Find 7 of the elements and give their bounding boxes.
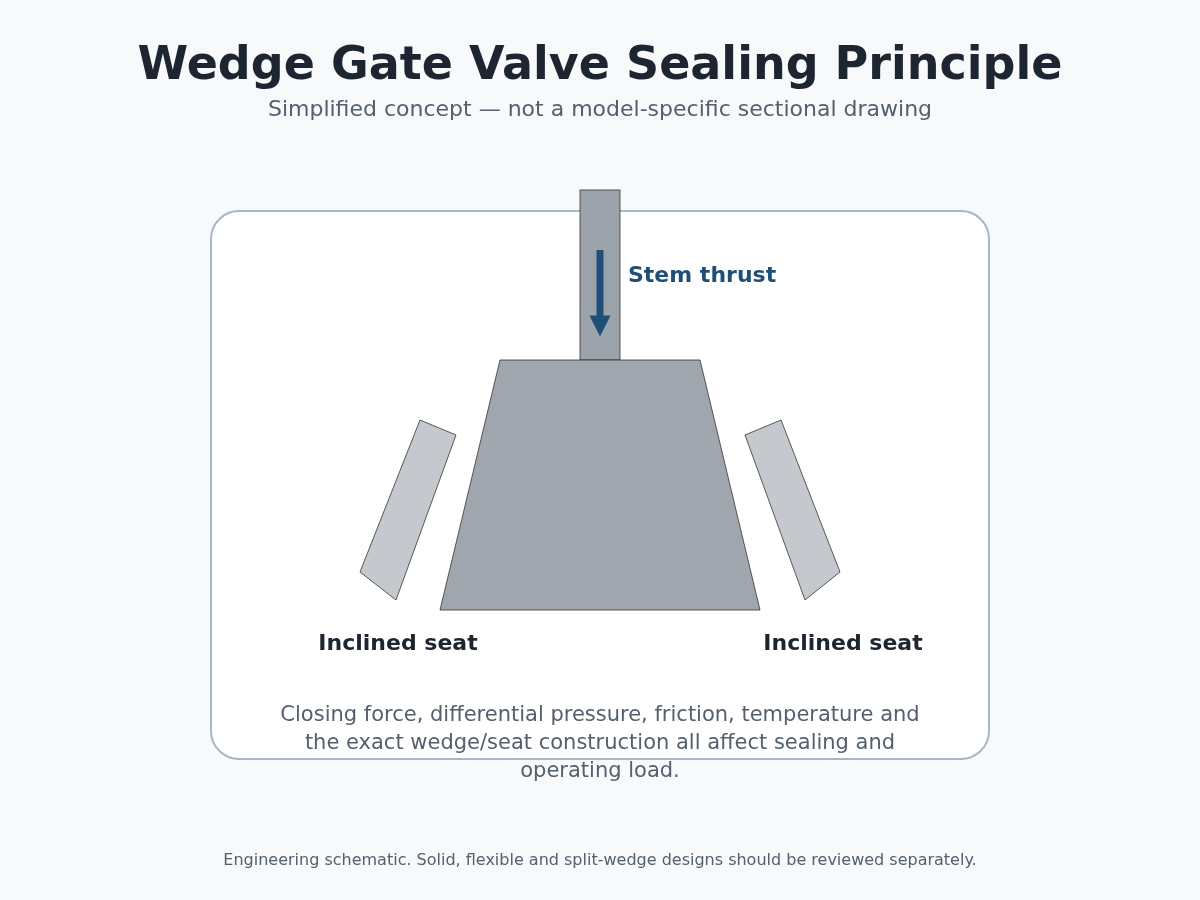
subtitle: Simplified concept — not a model-specific sectional drawing — [266, 96, 934, 121]
part-label: Inclined seat — [317, 630, 479, 655]
force-label: Stem thrust — [628, 262, 778, 287]
title: Wedge Gate Valve Sealing Principle — [136, 36, 1064, 90]
footnote: Engineering schematic. Solid, flexible and split-wedge designs should be reviewed separately. — [222, 850, 978, 869]
part-label: Inclined seat — [762, 630, 924, 655]
note: Closing force, differential pressure, friction, temperature and the exact wedge/seat construction all affect sealing and operating load. — [279, 701, 921, 784]
